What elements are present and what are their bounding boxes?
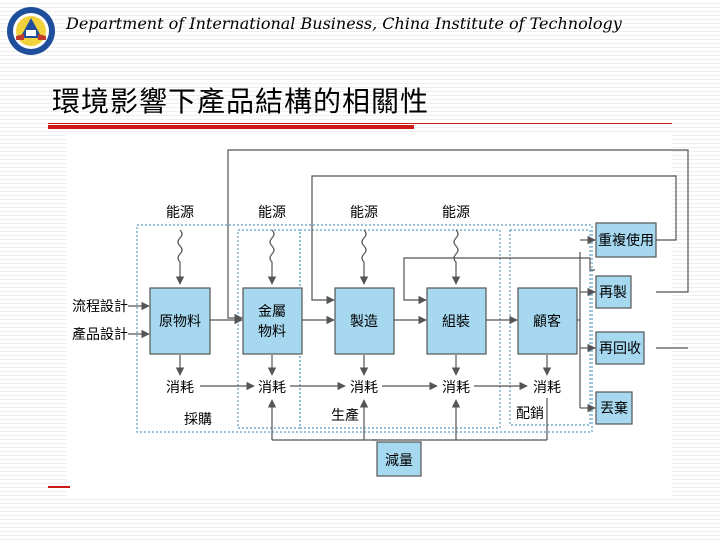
- raw-material-label: 原物料: [159, 314, 201, 330]
- metal-material-label-2: 物料: [258, 324, 286, 340]
- reduction-box: [376, 441, 422, 477]
- title-underline: [48, 123, 672, 124]
- reuse-box: [595, 222, 657, 258]
- corner-accent: [48, 486, 70, 488]
- energy-label-1: 能源: [166, 205, 194, 221]
- remanufacture-feedback-loop: [227, 149, 689, 323]
- reuse-feedback-loop: [311, 175, 677, 305]
- institute-logo: [7, 7, 55, 55]
- consumption-label-5: 消耗: [533, 380, 561, 396]
- raw-material-box: [149, 287, 211, 355]
- consumption-label-1: 消耗: [166, 380, 194, 396]
- consumption-label-4: 消耗: [442, 380, 470, 396]
- energy-label-3: 能源: [350, 205, 378, 221]
- manufacturing-box: [334, 287, 395, 355]
- department-name: Department of International Business, Ch…: [66, 14, 622, 33]
- remanufacture-label: 再製: [599, 285, 627, 301]
- energy-label-2: 能源: [258, 205, 286, 221]
- assembly-label: 組裝: [442, 314, 470, 330]
- recycle-box: [595, 331, 645, 365]
- consumption-label-2: 消耗: [258, 380, 286, 396]
- customer-label: 顧客: [533, 313, 561, 330]
- customer-box: [517, 287, 578, 355]
- purchasing-label: 採購: [184, 412, 212, 428]
- energy-label-4: 能源: [442, 205, 470, 221]
- recycle-to-assembly-loop: [403, 257, 595, 305]
- production-label: 生產: [331, 407, 359, 424]
- reduction-label: 減量: [385, 452, 413, 469]
- energy-arrow-1: [175, 229, 185, 285]
- product-design-label: 產品設計: [72, 326, 128, 343]
- energy-arrow-3: [359, 229, 369, 285]
- remanufacture-box: [595, 275, 632, 309]
- process-design-label: 流程設計: [72, 299, 128, 315]
- metal-material-box: [242, 287, 303, 355]
- consumption-label-3: 消耗: [350, 380, 378, 396]
- distribution-label: 配銷: [516, 406, 544, 422]
- manufacturing-label: 製造: [350, 314, 378, 330]
- slide-title: 環境影響下產品結構的相關性: [52, 85, 430, 118]
- metal-material-label-1: 金屬: [258, 304, 286, 320]
- reuse-label: 重複使用: [598, 232, 654, 249]
- distribution-group: [509, 229, 591, 426]
- energy-arrow-2: [267, 229, 277, 285]
- title-accent-bar: [48, 125, 414, 129]
- recycle-label: 再回收: [599, 341, 641, 357]
- discard-label: 丟棄: [600, 401, 628, 417]
- discard-box: [595, 391, 633, 425]
- energy-arrow-4: [451, 229, 461, 285]
- assembly-box: [426, 287, 487, 355]
